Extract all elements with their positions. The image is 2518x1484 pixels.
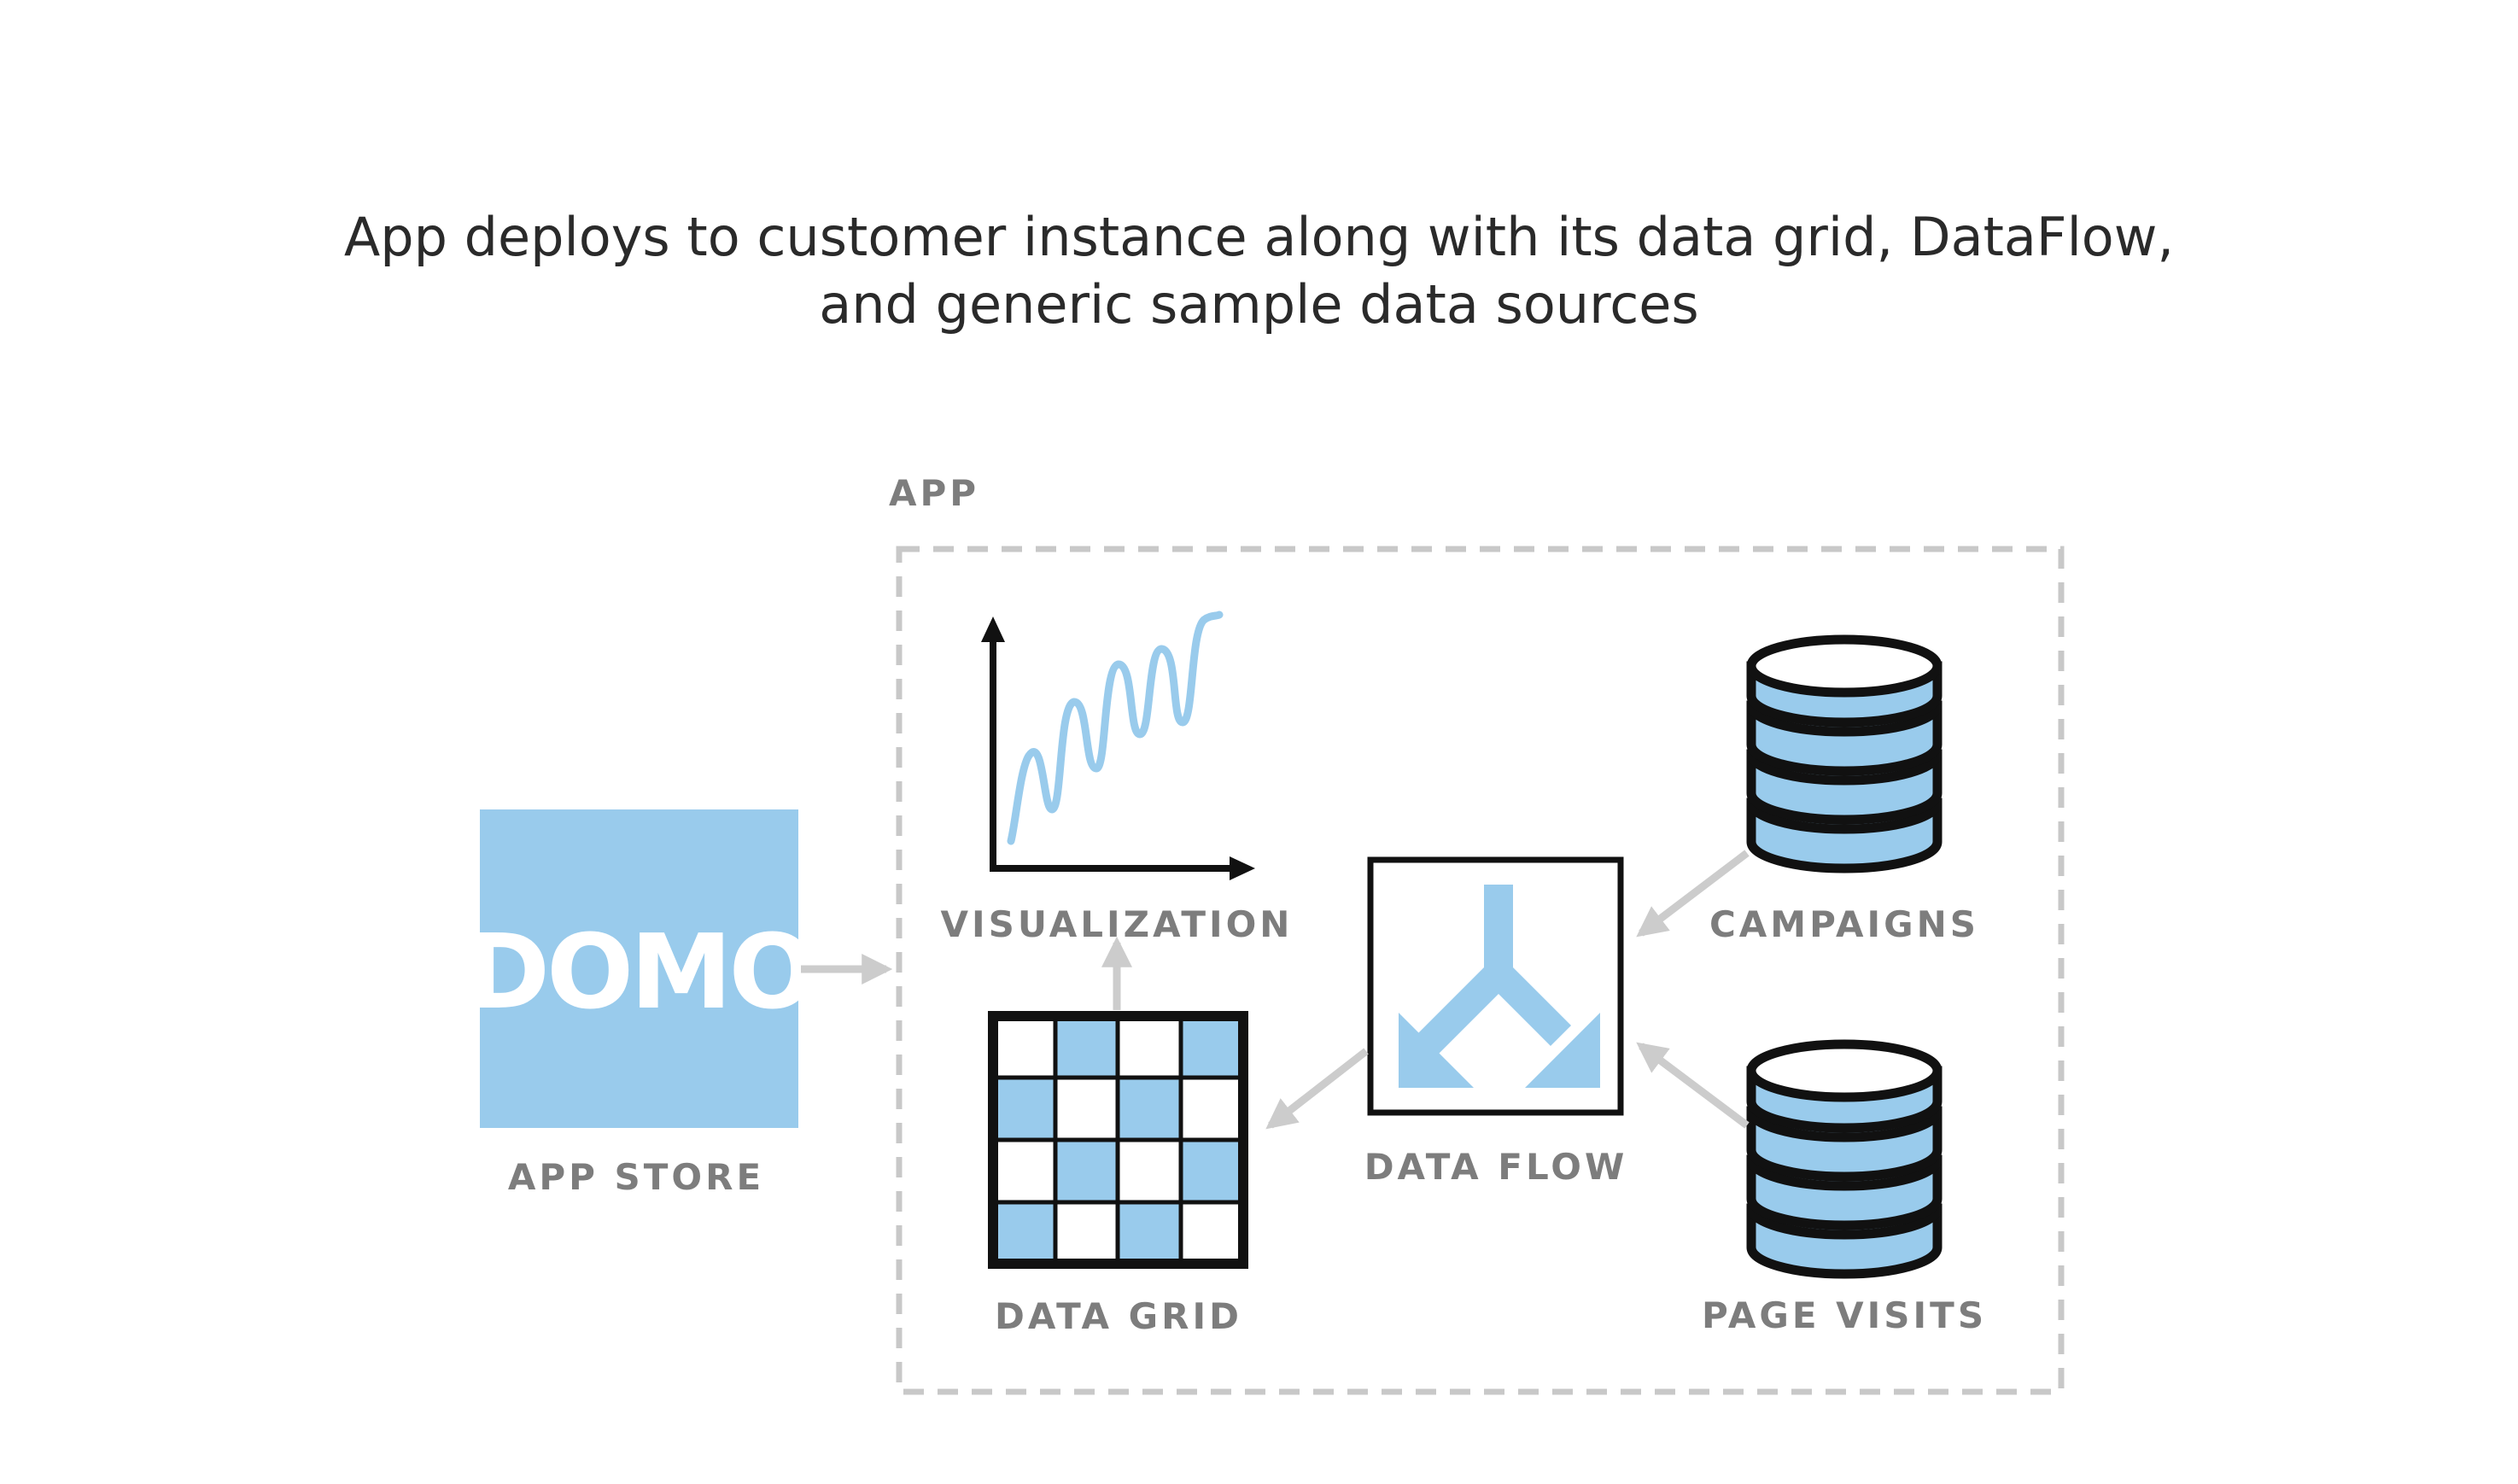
edge-campaigns-to-dataflow — [1636, 850, 1750, 938]
dataflow-icon — [1367, 856, 1624, 1116]
grid-icon — [988, 1011, 1248, 1269]
edge-pagevisits-to-dataflow — [1636, 1042, 1750, 1129]
app-store-node: DOMO APP STORE — [464, 809, 816, 1198]
domo-logo — [480, 809, 798, 1128]
campaigns-node: CAMPAIGNS — [1709, 634, 1979, 945]
database-icon — [1746, 634, 1943, 873]
visualization-node: VISUALIZATION — [941, 611, 1294, 945]
page-visits-node: PAGE VISITS — [1702, 1039, 1987, 1336]
caption-line-1: App deploys to customer instance along w… — [343, 206, 2175, 268]
domo-logo-text: DOMO — [464, 914, 812, 1032]
page-visits-label: PAGE VISITS — [1702, 1294, 1987, 1336]
caption-line-2: and generic sample data sources — [819, 273, 1699, 336]
app-group-label: APP — [889, 472, 979, 514]
visualization-label: VISUALIZATION — [941, 903, 1294, 945]
database-icon — [1746, 1039, 1943, 1279]
campaigns-label: CAMPAIGNS — [1709, 903, 1979, 945]
app-store-label: APP STORE — [508, 1156, 764, 1198]
data-flow-node: DATA FLOW — [1364, 856, 1628, 1188]
data-flow-label: DATA FLOW — [1364, 1146, 1628, 1188]
line-chart-icon — [981, 611, 1255, 880]
app-group-boundary — [896, 546, 2065, 1395]
diagram-caption: App deploys to customer instance along w… — [0, 203, 2518, 338]
edge-dataflow-to-datagrid — [1265, 1048, 1369, 1130]
data-grid-label: DATA GRID — [995, 1295, 1242, 1337]
data-grid-node: DATA GRID — [988, 1011, 1248, 1337]
